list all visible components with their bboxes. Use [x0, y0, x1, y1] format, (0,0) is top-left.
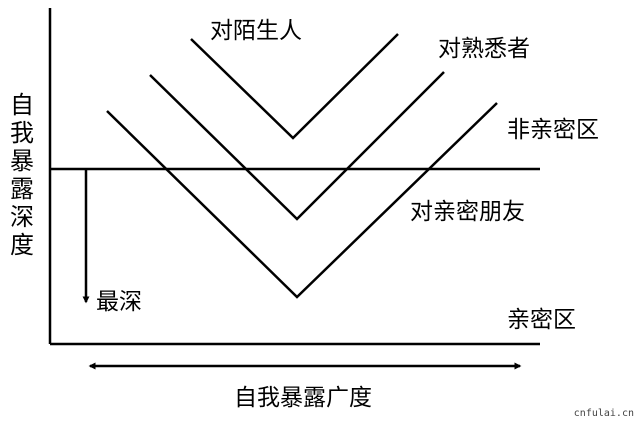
- y-axis-label-char: 暴: [10, 147, 34, 175]
- y-axis-label: 自 我 暴 露 深 度: [10, 91, 34, 259]
- acquaintance-curve: [149, 71, 445, 221]
- y-axis-label-char: 露: [10, 175, 34, 203]
- y-axis-label-char: 我: [10, 119, 34, 147]
- y-axis-label-char: 深: [10, 203, 34, 231]
- watermark-text: cnfulai.cn: [574, 408, 634, 419]
- stranger-label: 对陌生人: [210, 18, 302, 44]
- stranger-curve: [190, 33, 399, 140]
- close-friend-label: 对亲密朋友: [410, 199, 525, 225]
- y-axis-label-char: 度: [10, 231, 34, 259]
- deepest-label: 最深: [96, 289, 142, 315]
- close-friend-curve: [106, 102, 498, 299]
- x-axis-label: 自我暴露广度: [234, 385, 372, 411]
- y-axis-label-char: 自: [10, 91, 34, 119]
- non-intimate-zone-label: 非亲密区: [507, 117, 599, 143]
- acquaintance-label: 对熟悉者: [438, 36, 530, 62]
- intimate-zone-label: 亲密区: [507, 307, 576, 333]
